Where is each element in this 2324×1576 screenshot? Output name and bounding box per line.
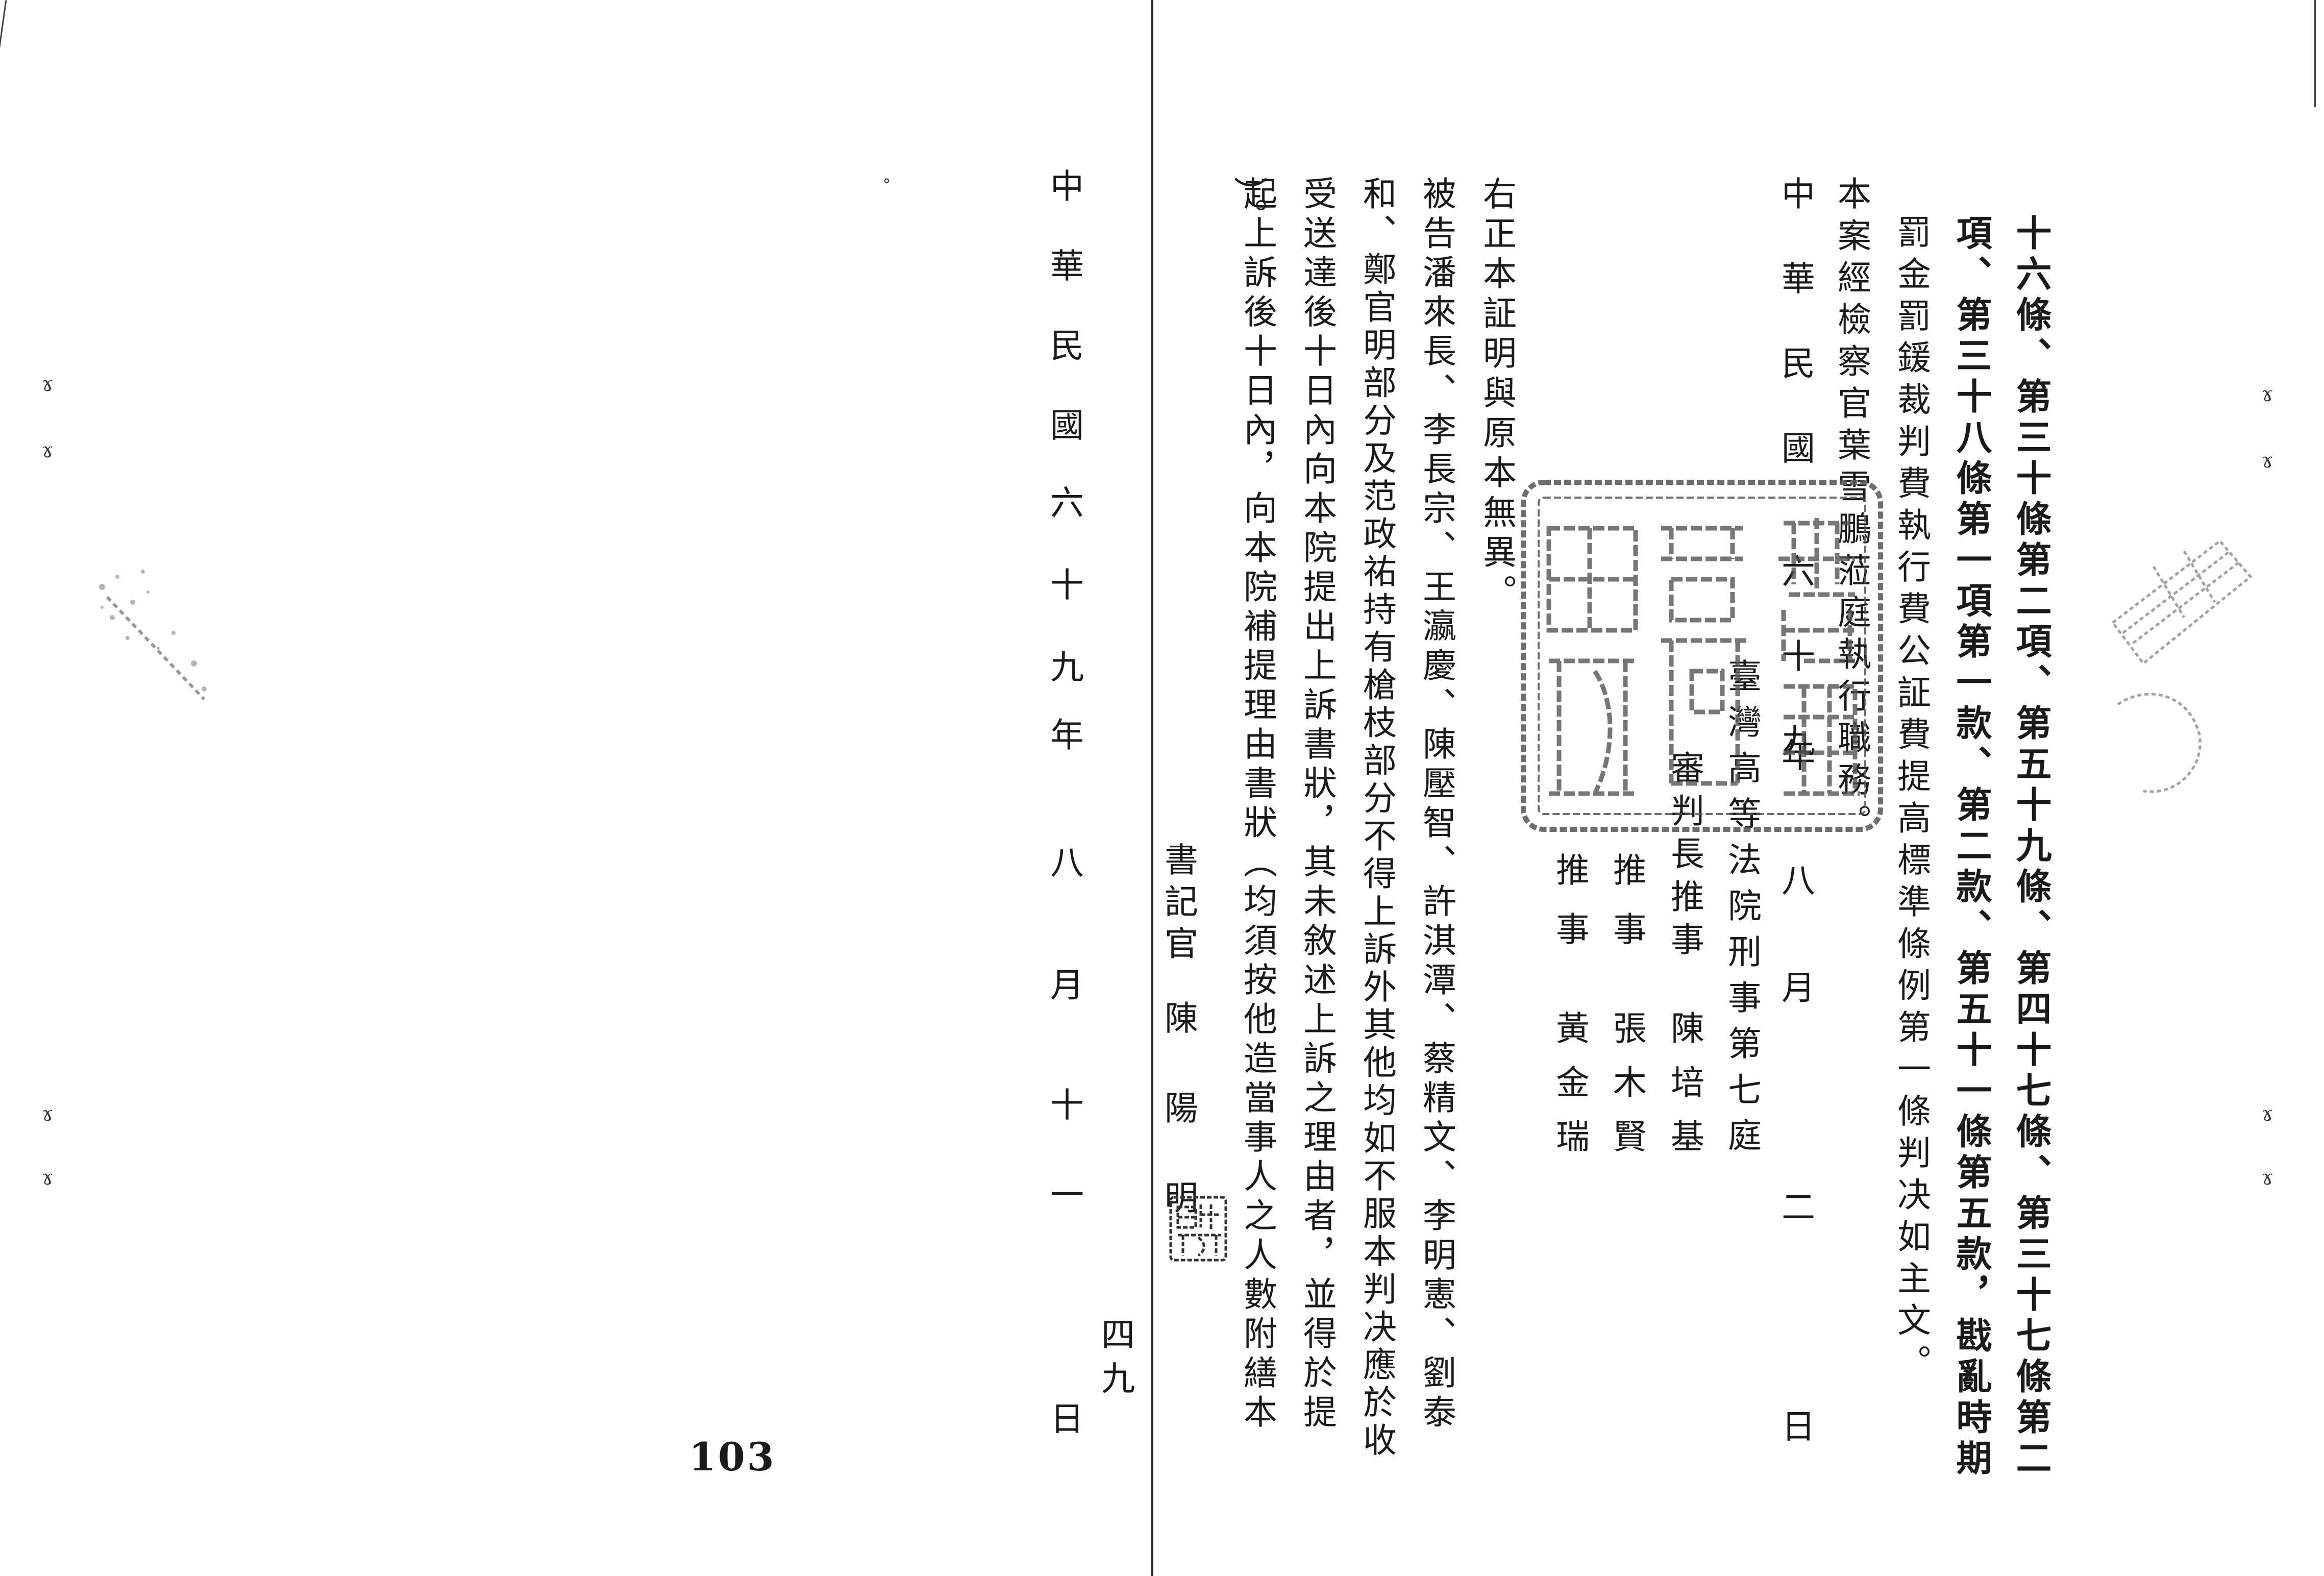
right-date-month: 八 bbox=[1776, 863, 1815, 903]
appeal-text-line-4: 起上訴後十日內，向本院補提理由書狀（均須按他造當事人之人數附繕本 bbox=[1238, 176, 1277, 1434]
judgment-text-line-2: 項、第三十八條第一項第一款、第二款、第五十一條第五款，戡亂時期 bbox=[1950, 214, 1993, 1480]
left-date-day: 十一 bbox=[1045, 1087, 1084, 1267]
judge2-name: 黃金瑞 bbox=[1550, 1011, 1590, 1173]
scan-speck-7: ɤ bbox=[2262, 1102, 2273, 1126]
left-date-prefix: 中華民國 bbox=[1045, 168, 1084, 487]
left-date-year-unit: 年 bbox=[1045, 717, 1084, 758]
court-seal-stamp bbox=[1521, 480, 1883, 832]
left-date-year: 六十九 bbox=[1045, 485, 1084, 731]
judgment-text-line-1: 十六條、第三十條第二項、第五十九條、第四十七條、第三十七條第二 bbox=[2010, 214, 2053, 1480]
clerk-seal-stamp bbox=[1169, 1196, 1227, 1262]
right-date-year-unit: 年 bbox=[1776, 737, 1815, 778]
appeal-text-line-5: ）。 bbox=[1228, 176, 1268, 237]
left-date-month: 八 bbox=[1045, 845, 1084, 885]
scan-speck-9: ° bbox=[883, 176, 891, 194]
scan-speck-5: ɤ bbox=[2262, 383, 2273, 406]
right-date-month-unit: 月 bbox=[1776, 970, 1815, 1011]
presiding-judge-name: 陳培基 bbox=[1665, 1011, 1704, 1173]
scan-speck-4: ɤ bbox=[42, 1166, 54, 1190]
appeal-text-line-2: 和、鄭官明部分及范政祐持有槍枝部分不得上訴外其他均如不服本判决應於收 bbox=[1357, 176, 1397, 1460]
clerk-title: 書記官 bbox=[1159, 842, 1198, 968]
page-number: 103 bbox=[689, 1434, 776, 1480]
left-edge-mark bbox=[0, 0, 7, 61]
court-name: 臺灣高等法院刑事第七庭 bbox=[1722, 658, 1762, 1164]
right-date-day: 二 bbox=[1776, 1189, 1815, 1230]
page-fold-line bbox=[1151, 0, 1153, 1576]
clerk-name: 陳陽明 bbox=[1159, 1000, 1198, 1270]
folio-number: 四九 bbox=[1096, 1317, 1135, 1405]
judge-name: 張木賢 bbox=[1608, 1011, 1647, 1173]
appeal-text-line-1: 被告潘來長、李長宗、王瀛慶、陳壓智、許淇潭、蔡精文、李明憲、劉泰 bbox=[1417, 176, 1456, 1434]
scan-speck-3: ɤ bbox=[42, 1102, 54, 1126]
judge-title: 推事 bbox=[1608, 852, 1647, 971]
judgment-text-line-3: 罰金罰鍰裁判費執行費公証費提高標準條例第一條判决如主文。 bbox=[1892, 214, 1931, 1386]
right-date-day-unit: 日 bbox=[1776, 1409, 1815, 1449]
presiding-judge-title: 審判長推事 bbox=[1665, 750, 1704, 965]
appeal-text-line-3: 受送達後十日內向本院提出上訴書狀，其未敘述上訴之理由者，並得於提 bbox=[1298, 176, 1337, 1434]
left-date-day-unit: 日 bbox=[1045, 1401, 1084, 1442]
scan-speck-1: ɤ bbox=[42, 373, 54, 396]
certification-line: 右正本証明與原本無異。 bbox=[1477, 176, 1517, 614]
right-date-prefix: 中華民國 bbox=[1776, 176, 1815, 515]
scan-speck-8: ɤ bbox=[2262, 1166, 2273, 1190]
scan-noise-blot-left bbox=[99, 570, 207, 701]
scan-speck-2: ɤ bbox=[42, 439, 54, 462]
left-date-month-unit: 月 bbox=[1045, 967, 1084, 1008]
scan-speck-6: ɤ bbox=[2262, 449, 2273, 473]
right-edge-mark bbox=[2314, 0, 2316, 107]
judge2-title: 推事 bbox=[1550, 852, 1590, 971]
scan-noise-blot-right bbox=[2111, 539, 2253, 793]
